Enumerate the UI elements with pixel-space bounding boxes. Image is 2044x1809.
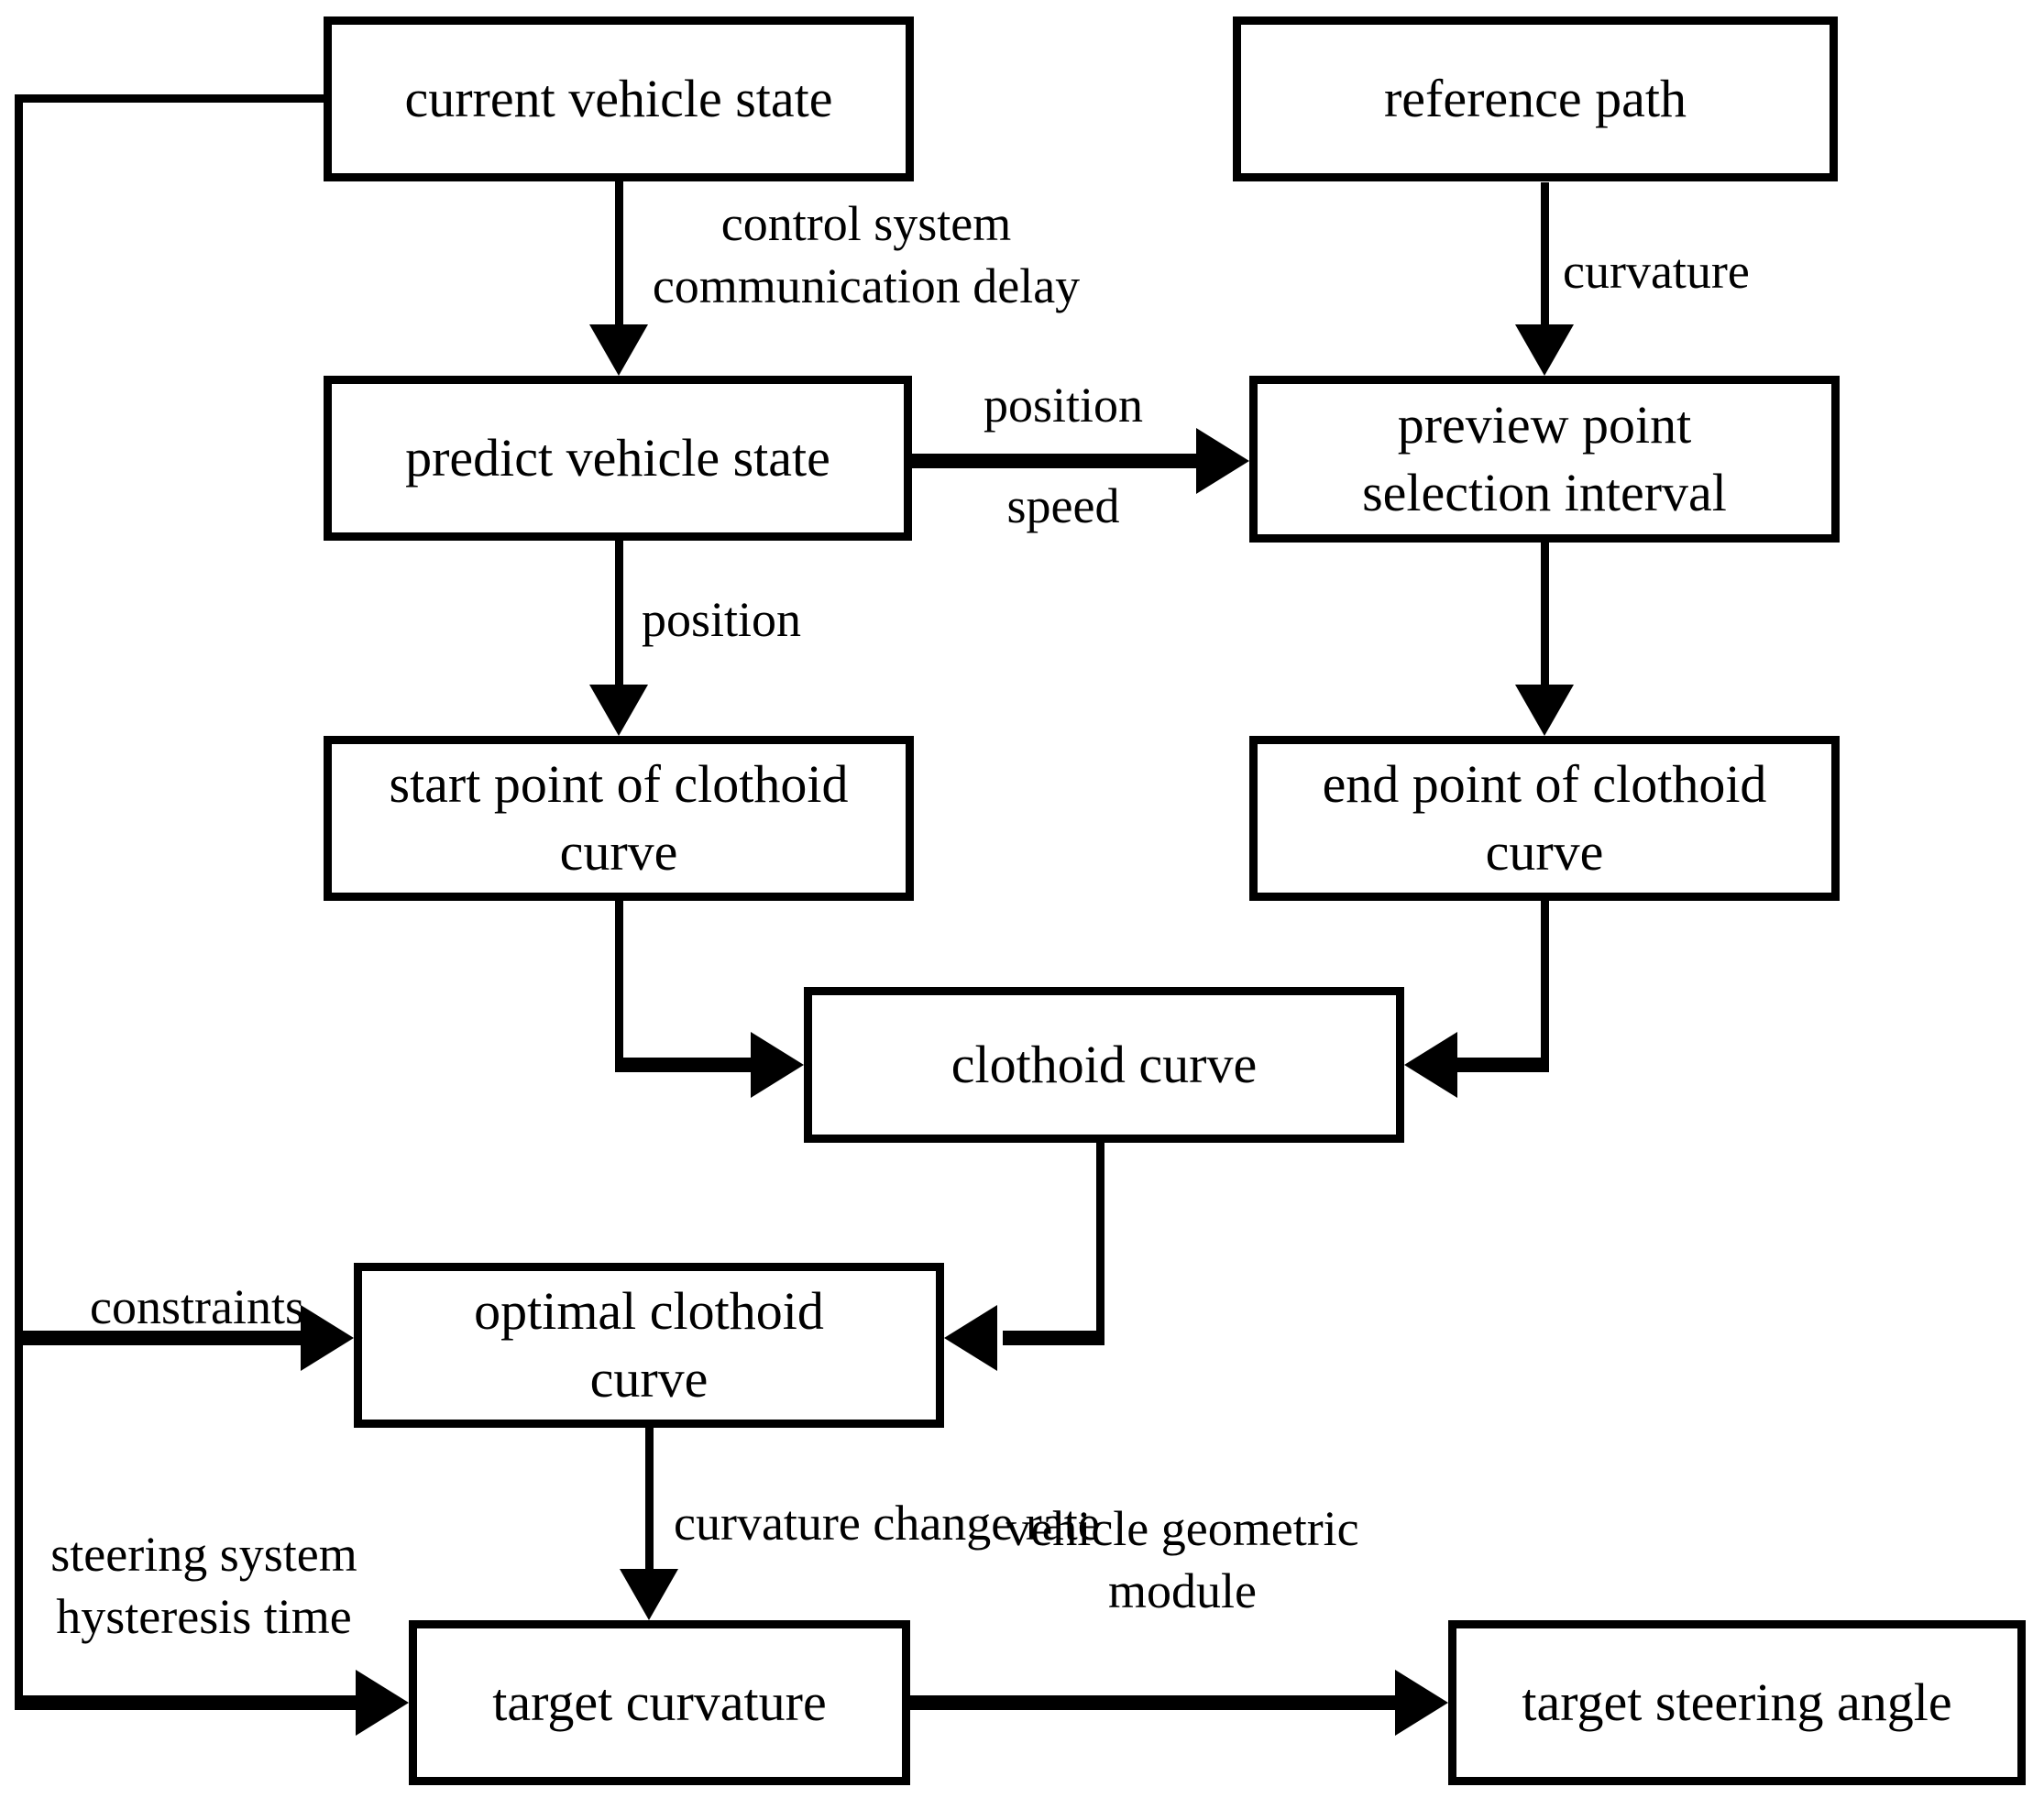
edge-reference-to-preview-line: [1541, 182, 1549, 328]
arrowhead-preview-to-end-icon: [1515, 685, 1574, 736]
node-preview-point-selection-interval: preview point selection interval: [1249, 376, 1840, 543]
arrowhead-optimal-to-target-icon: [620, 1569, 678, 1620]
arrowhead-predict-to-preview-icon: [1196, 428, 1249, 494]
edge-clothoid-to-optimal-line: [1003, 1331, 1104, 1345]
node-reference-path-label: reference path: [1383, 68, 1687, 128]
node-optimal-clothoid-curve: optimal clothoid curve: [354, 1263, 944, 1428]
edge-label-control-system-communication-delay: control system communication delay: [652, 196, 1081, 314]
node-target-steering-angle: target steering angle: [1448, 1620, 2026, 1785]
edge-predict-to-start-line: [615, 541, 623, 687]
edge-current-to-predict-line: [615, 181, 623, 328]
edge-label-position-mid: position: [642, 592, 802, 647]
node-clothoid-curve-label: clothoid curve: [951, 1034, 1258, 1094]
edge-preview-to-end-line: [1541, 543, 1549, 687]
node-current-vehicle-state-label: current vehicle state: [404, 68, 833, 128]
arrowhead-hysteresis-icon: [356, 1670, 409, 1736]
node-current-vehicle-state: current vehicle state: [324, 16, 914, 181]
arrowhead-reference-to-preview-icon: [1515, 324, 1574, 376]
node-start-point-of-clothoid-curve: start point of clothoid curve: [324, 736, 914, 901]
edge-target-to-steering-line: [910, 1695, 1395, 1710]
edge-hysteresis-line: [15, 1695, 356, 1710]
arrowhead-target-to-steering-icon: [1395, 1670, 1448, 1736]
arrowhead-current-to-predict-icon: [589, 324, 648, 376]
node-reference-path: reference path: [1233, 16, 1838, 181]
node-preview-point-selection-interval-label: preview point selection interval: [1362, 394, 1727, 522]
edge-clothoid-drop-line: [1096, 1143, 1104, 1345]
node-predict-vehicle-state-label: predict vehicle state: [405, 427, 830, 488]
node-start-point-of-clothoid-curve-label: start point of clothoid curve: [389, 753, 849, 882]
edge-current-to-left-rail-line: [15, 94, 324, 103]
edge-label-speed: speed: [1006, 478, 1120, 533]
edge-predict-to-preview-line: [912, 454, 1196, 468]
edge-optimal-to-target-line: [645, 1428, 654, 1573]
node-end-point-of-clothoid-curve: end point of clothoid curve: [1249, 736, 1840, 901]
node-predict-vehicle-state: predict vehicle state: [324, 376, 912, 541]
edge-label-steering-system-hysteresis-time: steering system hysteresis time: [50, 1527, 357, 1645]
node-optimal-clothoid-curve-label: optimal clothoid curve: [474, 1280, 824, 1409]
arrowhead-start-to-clothoid-icon: [751, 1032, 804, 1098]
node-target-steering-angle-label: target steering angle: [1522, 1672, 1952, 1732]
node-clothoid-curve: clothoid curve: [804, 987, 1404, 1143]
node-end-point-of-clothoid-curve-label: end point of clothoid curve: [1322, 753, 1767, 882]
edge-label-position-top: position: [983, 378, 1144, 433]
edge-end-drop-line: [1541, 900, 1549, 1072]
edge-end-to-clothoid-line: [1457, 1058, 1549, 1072]
edge-label-curvature-change-rate: curvature change rate: [674, 1496, 1100, 1551]
arrowhead-predict-to-start-icon: [589, 685, 648, 736]
arrowhead-clothoid-to-optimal-icon: [944, 1305, 997, 1371]
node-target-curvature: target curvature: [409, 1620, 910, 1785]
edge-start-drop-line: [615, 901, 623, 1072]
edge-label-constraints: constraints: [90, 1279, 304, 1334]
arrowhead-constraints-icon: [301, 1305, 354, 1371]
arrowhead-end-to-clothoid-icon: [1404, 1032, 1457, 1098]
edge-label-vehicle-geometric-module: vehicle geometric module: [1006, 1501, 1359, 1619]
left-rail-vertical-line: [15, 94, 23, 1710]
edge-label-curvature: curvature: [1563, 244, 1750, 299]
edge-start-to-clothoid-line: [615, 1058, 751, 1072]
node-target-curvature-label: target curvature: [492, 1672, 827, 1732]
edge-constraints-line: [15, 1331, 301, 1345]
